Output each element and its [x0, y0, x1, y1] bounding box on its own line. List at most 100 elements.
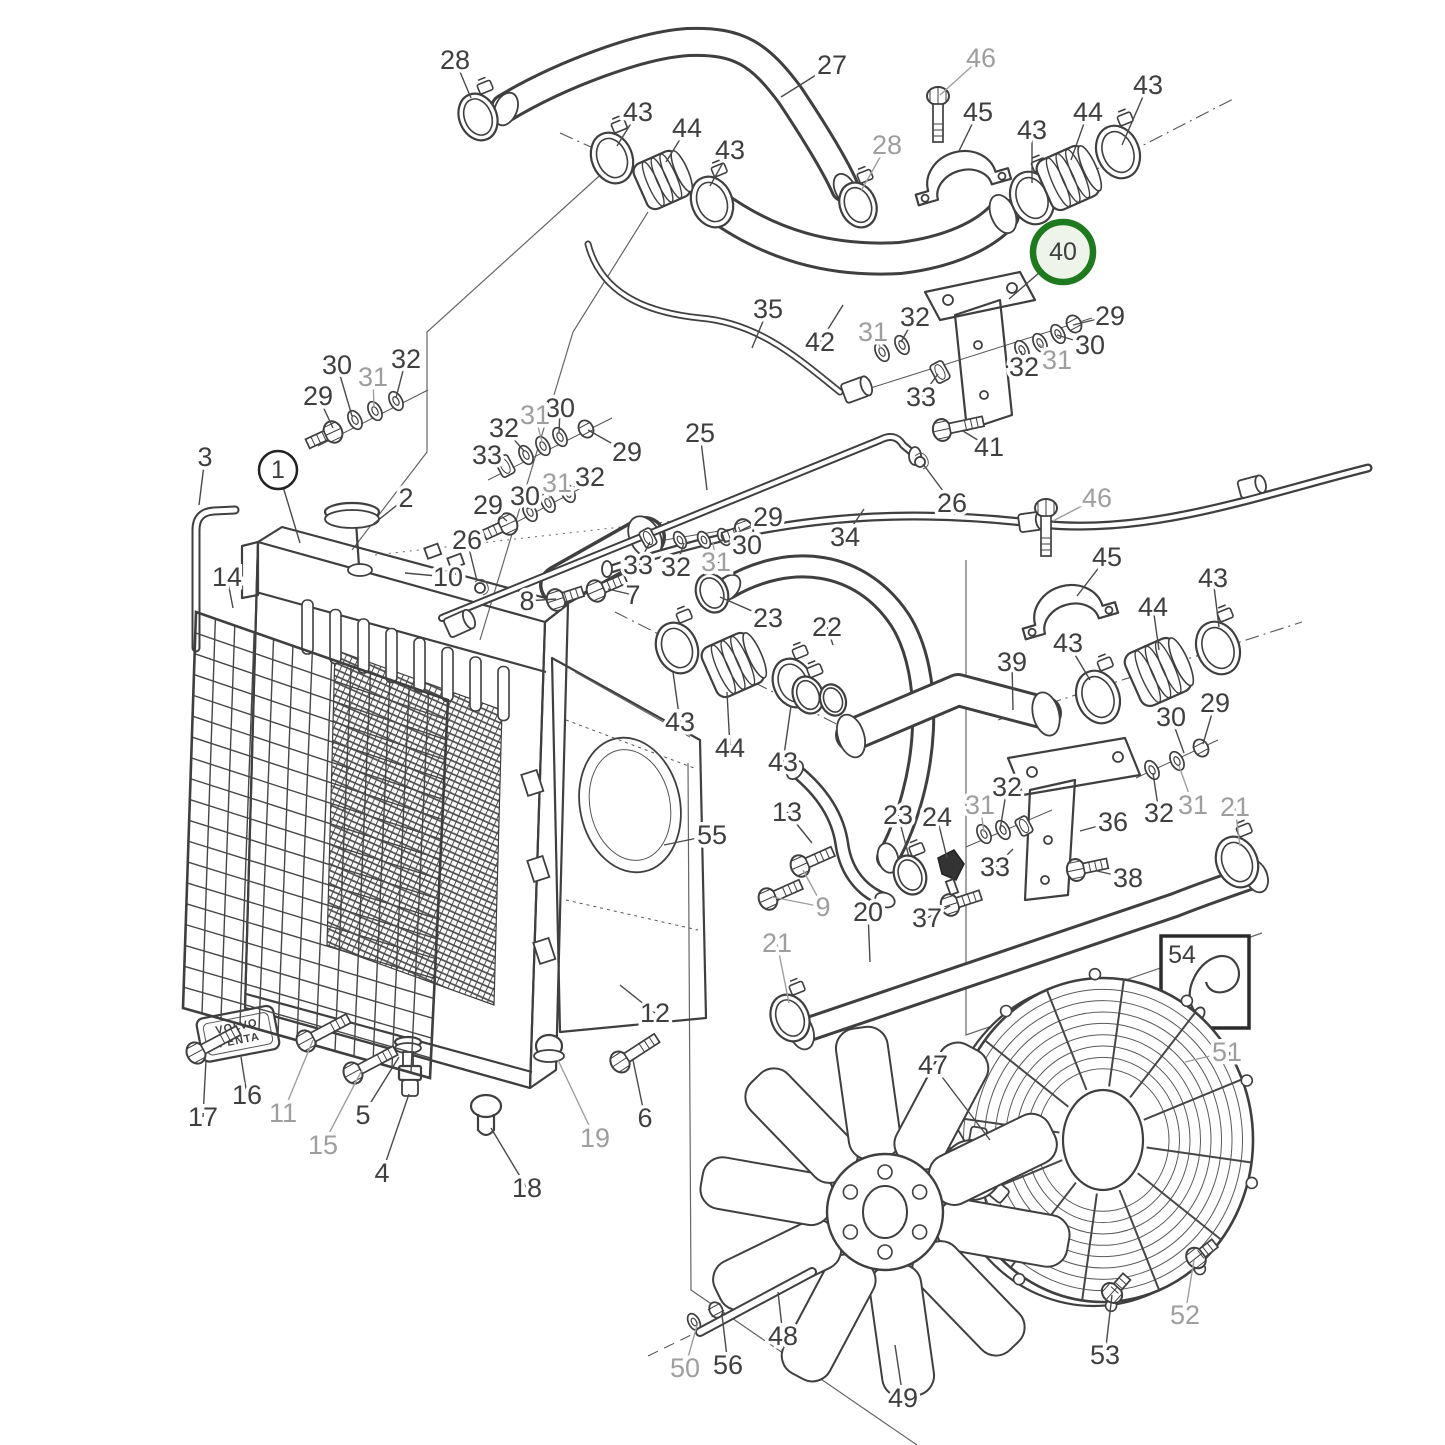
callout-15: 15 — [308, 1130, 338, 1160]
callout-8: 8 — [519, 586, 534, 616]
callout-43: 43 — [665, 707, 695, 737]
callout-12: 12 — [640, 998, 670, 1028]
callout-52: 52 — [1170, 1300, 1200, 1330]
callout-30: 30 — [1075, 330, 1105, 360]
shaft-48 — [695, 1267, 817, 1337]
callout-32: 32 — [661, 552, 691, 582]
callout-29: 29 — [473, 490, 503, 520]
callout-1: 1 — [271, 456, 285, 484]
callout-29: 29 — [303, 381, 333, 411]
callout-50: 50 — [670, 1353, 700, 1383]
callout-44: 44 — [715, 733, 745, 763]
callout-32: 32 — [489, 413, 519, 443]
bracket-33-upper — [923, 270, 1037, 432]
callout-32: 32 — [391, 344, 421, 374]
callout-4: 4 — [374, 1158, 389, 1188]
callout-43: 43 — [1017, 115, 1047, 145]
callout-2: 2 — [398, 483, 413, 513]
callout-32: 32 — [900, 302, 930, 332]
callout-43: 43 — [1133, 70, 1163, 100]
bracket-36-lower — [1006, 736, 1142, 902]
callout-32: 32 — [1009, 352, 1039, 382]
pipe-35 — [584, 240, 844, 396]
callout-55: 55 — [697, 820, 727, 850]
callout-10: 10 — [433, 562, 463, 592]
callout-14: 14 — [212, 562, 242, 592]
callout-33: 33 — [906, 382, 936, 412]
plug-18 — [469, 1093, 503, 1137]
callout-21: 21 — [762, 928, 792, 958]
callout-17: 17 — [188, 1102, 218, 1132]
callout-30: 30 — [545, 393, 575, 423]
pipe-39 — [835, 673, 1062, 759]
callout-16: 16 — [232, 1080, 262, 1110]
callout-13: 13 — [772, 797, 802, 827]
callout-33: 33 — [980, 852, 1010, 882]
callout-19: 19 — [580, 1123, 610, 1153]
callout-43: 43 — [623, 97, 653, 127]
callout-31: 31 — [520, 400, 550, 430]
pipe-fittings — [443, 375, 1267, 897]
callout-44: 44 — [1138, 592, 1168, 622]
grille-guard-14 — [181, 610, 450, 1080]
hose-42 — [698, 188, 1020, 276]
callout-11: 11 — [269, 1098, 297, 1128]
callout-45: 45 — [1092, 542, 1122, 572]
callout-31: 31 — [701, 547, 731, 577]
saddle-clamp-45-upper — [914, 149, 1013, 207]
callout-33: 33 — [472, 440, 502, 470]
cap-nut-19 — [533, 1033, 565, 1063]
callout-44: 44 — [1073, 97, 1103, 127]
callout-6: 6 — [637, 1103, 652, 1133]
callout-32: 32 — [575, 462, 605, 492]
item-circle-1 — [257, 449, 299, 491]
callout-28: 28 — [440, 45, 470, 75]
callout-5: 5 — [355, 1100, 370, 1130]
callout-36: 36 — [1098, 807, 1128, 837]
callout-43: 43 — [715, 135, 745, 165]
callout-33: 33 — [623, 550, 653, 580]
callout-48: 48 — [768, 1321, 798, 1351]
callout-38: 38 — [1113, 863, 1143, 893]
callout-30: 30 — [732, 530, 762, 560]
radiator-1 — [240, 525, 570, 1090]
callout-22: 22 — [812, 612, 842, 642]
callout-51: 51 — [1212, 1037, 1242, 1067]
hardware — [185, 76, 1260, 1332]
cable-clip-54 — [1188, 954, 1241, 1017]
callout-23: 23 — [753, 603, 783, 633]
callout-30: 30 — [322, 350, 352, 380]
callout-45: 45 — [963, 97, 993, 127]
callout-31: 31 — [965, 790, 995, 820]
callout-31: 31 — [542, 468, 572, 498]
callout-41: 41 — [974, 432, 1004, 462]
callout-31: 31 — [358, 362, 388, 392]
callout-29: 29 — [612, 437, 642, 467]
callout-29: 29 — [1200, 688, 1230, 718]
callout-54: 54 — [1168, 941, 1196, 969]
callout-32: 32 — [1144, 798, 1174, 828]
callout-40: 40 — [1049, 238, 1077, 266]
callout-18: 18 — [512, 1173, 542, 1203]
callout-9: 9 — [815, 892, 830, 922]
callout-31: 31 — [858, 317, 888, 347]
callout-3: 3 — [197, 442, 212, 472]
callout-20: 20 — [853, 897, 883, 927]
callout-43: 43 — [1198, 563, 1228, 593]
callout-46: 46 — [1082, 483, 1112, 513]
filler-cap-2 — [323, 501, 381, 577]
callout-53: 53 — [1090, 1340, 1120, 1370]
callout-39: 39 — [997, 647, 1027, 677]
callout-7: 7 — [625, 580, 640, 610]
drain-petcock-4-5 — [393, 1035, 423, 1097]
callout-24: 24 — [922, 802, 952, 832]
callout-21: 21 — [1220, 792, 1250, 822]
callout-30: 30 — [1156, 702, 1186, 732]
callout-23: 23 — [883, 800, 913, 830]
fan-shroud-12 — [550, 656, 708, 1034]
hose-13 — [785, 759, 896, 909]
callout-43: 43 — [1053, 628, 1083, 658]
